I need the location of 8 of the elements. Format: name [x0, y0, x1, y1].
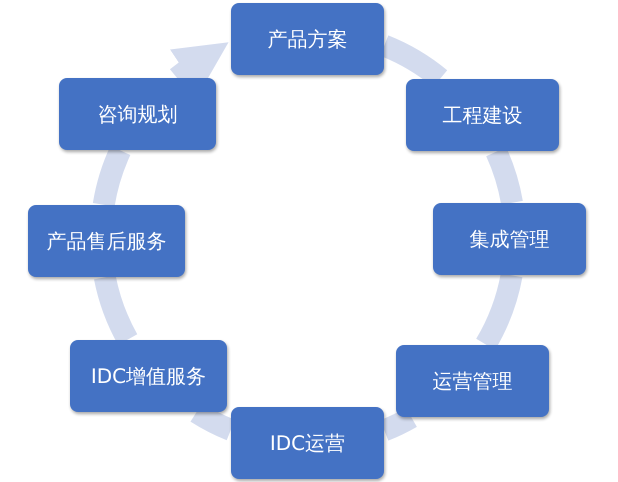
process-box: IDC增值服务: [70, 340, 227, 412]
process-box: 集成管理: [433, 203, 586, 275]
process-box: 产品售后服务: [28, 205, 185, 277]
process-box: 运营管理: [396, 345, 549, 417]
process-box: IDC运营: [231, 407, 384, 479]
process-box: 工程建设: [406, 79, 559, 151]
process-box: 产品方案: [231, 3, 384, 75]
process-box: 咨询规划: [59, 78, 216, 150]
